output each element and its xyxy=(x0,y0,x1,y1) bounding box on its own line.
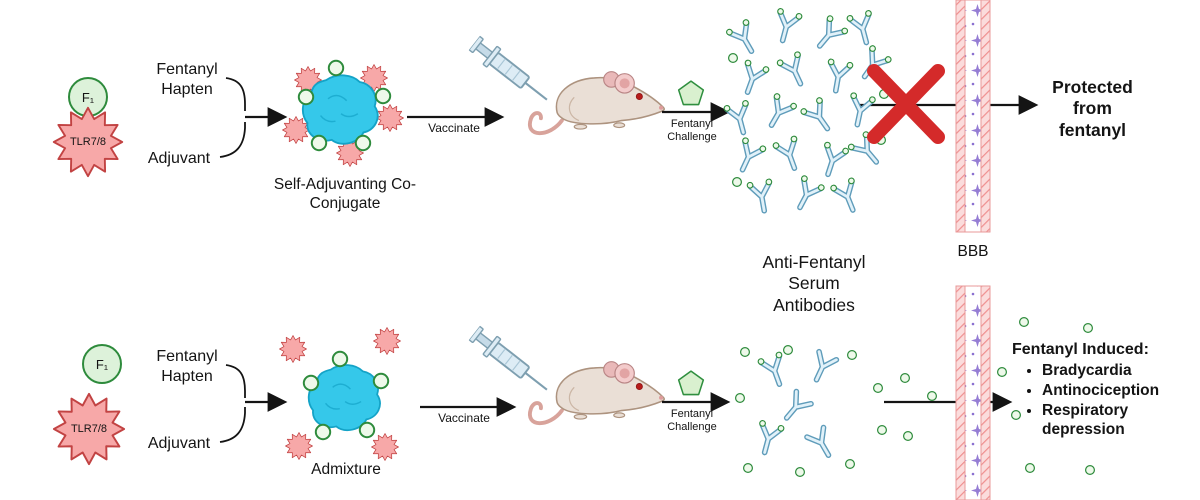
antibody-y-icon xyxy=(789,175,825,213)
green-dot-icon xyxy=(731,176,743,188)
adjuvant-star-small-icon xyxy=(371,433,399,461)
construct-label-top: Self-Adjuvanting Co-Conjugate xyxy=(273,176,417,212)
green-dot-icon xyxy=(872,382,884,394)
outcome-item: Respiratory depression xyxy=(1042,401,1198,441)
green-dot-icon xyxy=(734,392,746,404)
syringe-icon xyxy=(466,322,555,400)
merge-bracket-bottom xyxy=(219,364,288,443)
vaccinate-label-bottom: Vaccinate xyxy=(438,411,490,425)
hapten-dot-icon xyxy=(374,87,392,105)
merge-bracket-top xyxy=(219,77,288,158)
green-dot-icon xyxy=(846,349,858,361)
green-dot-icon xyxy=(899,372,911,384)
hapten-dot-icon xyxy=(302,374,320,392)
adjuvant-symbol-label-bottom: TLR7/8 xyxy=(70,423,108,435)
antibody-y-icon xyxy=(776,51,811,89)
blood-brain-barrier-icon-top xyxy=(955,0,991,233)
antibody-y-icon xyxy=(736,59,770,96)
adjuvant-star-small-icon xyxy=(279,335,307,363)
red-x-icon xyxy=(867,64,945,144)
blood-brain-barrier-icon-bottom xyxy=(955,285,991,500)
hapten-dot-icon xyxy=(297,88,315,106)
antibody-y-icon xyxy=(810,15,848,54)
fentanyl-pentagon-icon xyxy=(677,370,705,396)
antibody-y-icon xyxy=(726,19,763,58)
adjuvant-star-small-icon xyxy=(285,432,313,460)
hapten-symbol-label-bottom: F₁ xyxy=(95,356,109,372)
antibody-y-icon xyxy=(824,59,854,93)
construct-label-bottom: Admixture xyxy=(311,461,381,478)
antibody-y-icon xyxy=(830,177,864,214)
bbb-label: BBB xyxy=(957,243,989,260)
mouse-icon xyxy=(527,69,667,136)
green-dot-icon xyxy=(1018,316,1030,328)
antibody-y-icon xyxy=(747,179,777,213)
antibody-y-icon xyxy=(808,352,837,384)
antibody-y-icon xyxy=(772,135,806,172)
challenge-label-bottom: Fentanyl Challenge xyxy=(667,408,717,434)
green-dot-icon xyxy=(1082,322,1094,334)
antibody-y-icon xyxy=(845,92,876,127)
antibody-y-icon xyxy=(847,10,879,46)
hapten-circle-icon xyxy=(82,344,122,384)
green-dot-icon xyxy=(1024,462,1036,474)
antibodies-center-label: Anti-Fentanyl Serum Antibodies xyxy=(762,252,866,315)
carrier-protein-icon xyxy=(301,74,379,145)
antibody-y-icon xyxy=(779,392,811,425)
mouse-icon xyxy=(527,359,667,426)
green-dot-icon xyxy=(844,458,856,470)
antibody-y-icon xyxy=(724,100,756,136)
adjuvant-label-bottom: Adjuvant xyxy=(147,435,211,452)
protected-outcome-label: Protected from fentanyl xyxy=(1052,77,1133,140)
hapten-label-top: Fentanyl Hapten xyxy=(156,61,218,98)
antibody-y-icon xyxy=(800,97,838,136)
outcomes-title: Fentanyl Induced: xyxy=(1012,341,1149,358)
adjuvant-symbol-label-top: TLR7/8 xyxy=(69,136,107,148)
fentanyl-pentagon-icon xyxy=(677,80,705,106)
outcomes-list: Bradycardia Antinociception Respiratory … xyxy=(1006,361,1198,440)
adjuvant-label-top: Adjuvant xyxy=(147,150,211,167)
hapten-dot-icon xyxy=(310,134,328,152)
carrier-protein-icon xyxy=(307,364,381,432)
antibody-y-icon xyxy=(757,351,791,388)
hapten-dot-icon xyxy=(314,423,332,441)
admixture-icon xyxy=(279,327,401,461)
adjuvant-star-small-icon xyxy=(373,327,401,355)
green-dot-icon xyxy=(727,52,739,64)
conjugate-blob-icon xyxy=(282,59,404,167)
green-dot-icon xyxy=(739,346,751,358)
green-dot-icon xyxy=(902,430,914,442)
hapten-label-bottom: Fentanyl Hapten xyxy=(156,348,218,385)
hapten-dot-icon xyxy=(327,59,345,77)
green-dot-icon xyxy=(1084,464,1096,476)
green-dot-icon xyxy=(926,390,938,402)
hapten-dot-icon xyxy=(358,421,376,439)
syringe-icon xyxy=(466,32,555,110)
antibody-field-bottom xyxy=(753,351,837,460)
adjuvant-star-small-icon xyxy=(376,104,404,132)
outcome-item: Antinociception xyxy=(1042,381,1198,401)
hapten-dot-icon xyxy=(331,350,349,368)
fentanyl-induced-outcomes: Fentanyl Induced: Bradycardia Antinocice… xyxy=(1006,341,1198,440)
antibody-y-icon xyxy=(771,8,803,44)
antibody-y-icon xyxy=(761,93,798,132)
green-dot-icon xyxy=(742,462,754,474)
antibody-y-icon xyxy=(807,428,837,460)
challenge-label-top: Fentanyl Challenge xyxy=(667,118,717,144)
antibody-y-icon xyxy=(731,137,766,175)
vaccinate-label-top: Vaccinate xyxy=(428,121,480,135)
green-dot-icon xyxy=(782,344,794,356)
antibody-y-icon xyxy=(753,420,785,456)
antibody-y-icon xyxy=(816,142,849,179)
hapten-symbol-label-top: F₁ xyxy=(81,89,95,105)
green-dot-icon xyxy=(876,424,888,436)
green-dot-icon xyxy=(794,466,806,478)
hapten-dot-icon xyxy=(354,134,372,152)
antibody-field-top xyxy=(724,8,893,215)
hapten-dot-icon xyxy=(372,372,390,390)
outcome-item: Bradycardia xyxy=(1042,361,1198,381)
